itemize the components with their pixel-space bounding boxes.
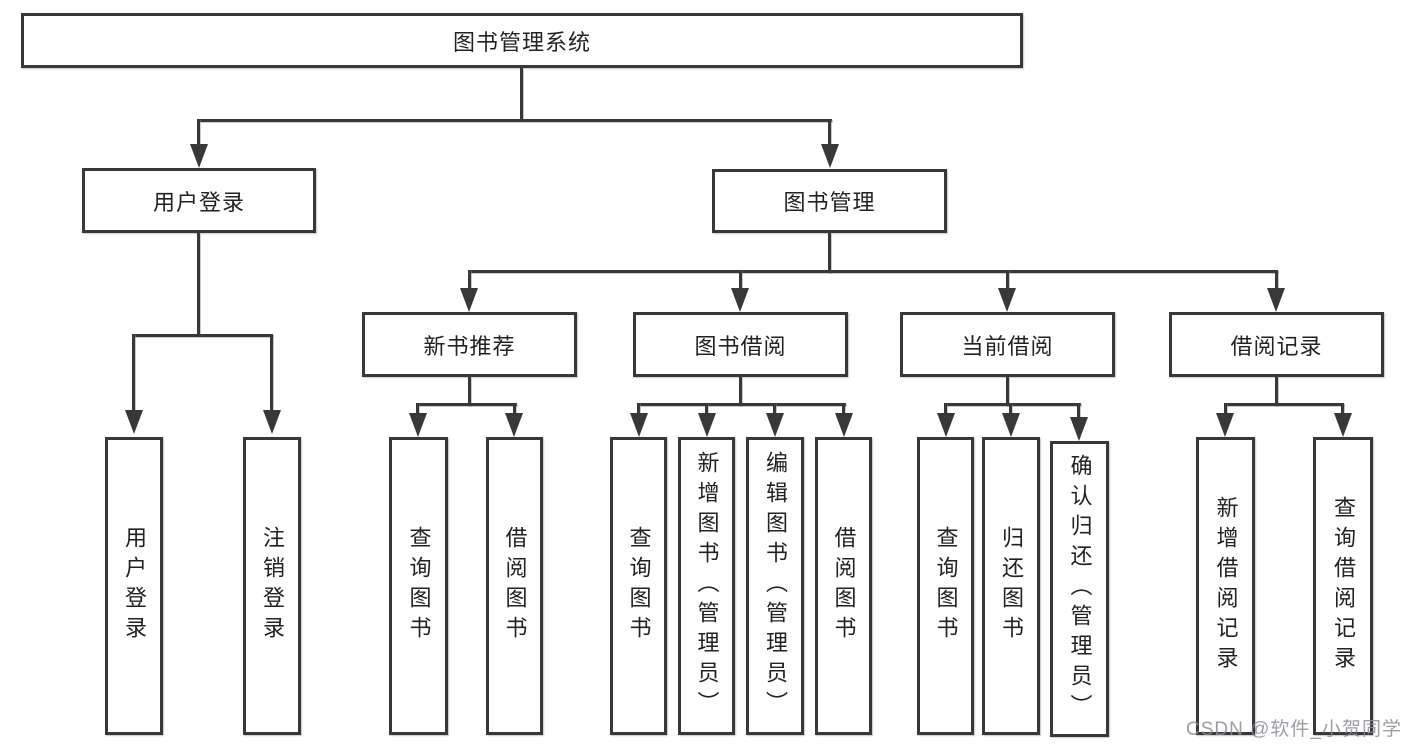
- connector-hline: [416, 403, 517, 406]
- node-book-management: 图书管理: [712, 169, 947, 233]
- connector-vline: [1006, 377, 1009, 406]
- arrow-down-icon: [937, 413, 955, 437]
- arrow-down-icon: [731, 288, 749, 312]
- connector-stem: [773, 403, 776, 415]
- node-library-system-label: 图书管理系统: [452, 29, 591, 55]
- leaf-current-confirm-return-admin-label: 确认归还（管理员）: [1067, 454, 1093, 724]
- connector-stem: [1006, 270, 1009, 290]
- leaf-logout-login-label: 注销登录: [260, 526, 285, 646]
- leaf-user-login: 用户登录: [105, 437, 163, 735]
- leaf-borrowing-borrow-books: 借阅图书: [815, 437, 872, 735]
- csdn-watermark: CSDN @软件_小贺同学: [1186, 719, 1402, 740]
- arrow-down-icon: [125, 410, 143, 434]
- connector-stem: [1341, 403, 1344, 415]
- leaf-recommend-query-books-label: 查询图书: [406, 526, 432, 646]
- arrow-down-icon: [263, 410, 281, 434]
- node-book-borrowing-label: 图书借阅: [694, 333, 787, 359]
- connector-bookmgmt-vline: [828, 233, 831, 273]
- leaf-borrowing-borrow-books-label: 借阅图书: [831, 526, 857, 646]
- arrow-down-icon: [998, 288, 1016, 312]
- connector-stem: [637, 403, 640, 415]
- connector-hline: [944, 403, 1081, 406]
- connector-stem: [270, 334, 273, 412]
- leaf-borrowing-edit-books-admin: 编辑图书（管理员）: [746, 437, 804, 735]
- leaf-current-return-books: 归还图书: [982, 437, 1040, 735]
- connector-userlogin-hline: [132, 334, 273, 337]
- arrow-down-icon: [1216, 413, 1234, 437]
- connector-stem: [828, 119, 831, 147]
- leaf-user-login-label: 用户登录: [122, 526, 147, 646]
- leaf-borrowing-query-books: 查询图书: [610, 437, 667, 735]
- leaf-records-query-borrow-record-label: 查询借阅记录: [1331, 496, 1356, 676]
- connector-stem: [416, 403, 419, 415]
- leaf-recommend-borrow-books-label: 借阅图书: [502, 526, 528, 646]
- leaf-borrowing-add-books-admin-label: 新增图书（管理员）: [694, 451, 720, 721]
- node-book-management-label: 图书管理: [783, 190, 876, 215]
- leaf-recommend-query-books: 查询图书: [389, 437, 448, 735]
- node-borrowing-records-label: 借阅记录: [1230, 333, 1323, 359]
- arrow-down-icon: [630, 413, 648, 437]
- connector-stem: [842, 403, 845, 415]
- leaf-current-query-books-label: 查询图书: [933, 526, 959, 646]
- connector-stem: [197, 119, 200, 147]
- connector-stem: [739, 270, 742, 290]
- connector-l3-hline: [468, 270, 1278, 273]
- arrow-down-icon: [190, 144, 208, 168]
- arrow-down-icon: [460, 288, 478, 312]
- connector-userlogin-vline: [197, 233, 200, 336]
- node-library-system: 图书管理系统: [21, 13, 1023, 68]
- leaf-logout-login: 注销登录: [243, 437, 301, 735]
- connector-l2-hline: [197, 119, 832, 122]
- connector-vline: [739, 377, 742, 406]
- node-new-book-recommend: 新书推荐: [362, 312, 577, 377]
- leaf-records-add-borrow-record: 新增借阅记录: [1196, 437, 1255, 735]
- connector-stem: [1077, 403, 1080, 419]
- arrow-down-icon: [698, 413, 716, 437]
- connector-vline: [1275, 377, 1278, 406]
- node-current-borrowing-label: 当前借阅: [961, 333, 1054, 359]
- connector-root-vline: [520, 68, 523, 120]
- node-user-login: 用户登录: [82, 168, 316, 233]
- arrow-down-icon: [835, 413, 853, 437]
- leaf-recommend-borrow-books: 借阅图书: [486, 437, 543, 735]
- connector-stem: [468, 270, 471, 290]
- leaf-borrowing-query-books-label: 查询图书: [626, 526, 652, 646]
- arrow-down-icon: [821, 144, 839, 168]
- connector-stem: [513, 403, 516, 415]
- arrow-down-icon: [505, 413, 523, 437]
- connector-stem: [132, 334, 135, 412]
- leaf-borrowing-add-books-admin: 新增图书（管理员）: [678, 437, 735, 735]
- connector-stem: [944, 403, 947, 415]
- connector-stem: [1224, 403, 1227, 415]
- leaf-current-query-books: 查询图书: [917, 437, 974, 735]
- leaf-records-query-borrow-record: 查询借阅记录: [1313, 437, 1373, 735]
- arrow-down-icon: [766, 413, 784, 437]
- connector-hline: [637, 403, 846, 406]
- node-current-borrowing: 当前借阅: [900, 312, 1115, 377]
- leaf-current-confirm-return-admin: 确认归还（管理员）: [1050, 441, 1109, 737]
- arrow-down-icon: [409, 413, 427, 437]
- node-new-book-recommend-label: 新书推荐: [423, 333, 516, 359]
- node-book-borrowing: 图书借阅: [633, 312, 848, 377]
- connector-hline: [1224, 403, 1344, 406]
- arrow-down-icon: [1267, 288, 1285, 312]
- connector-stem: [705, 403, 708, 415]
- arrow-down-icon: [1070, 417, 1088, 441]
- leaf-records-add-borrow-record-label: 新增借阅记录: [1213, 496, 1239, 676]
- leaf-current-return-books-label: 归还图书: [999, 526, 1024, 646]
- arrow-down-icon: [1334, 413, 1352, 437]
- connector-stem: [1009, 403, 1012, 415]
- connector-stem: [1275, 270, 1278, 290]
- node-borrowing-records: 借阅记录: [1169, 312, 1384, 377]
- connector-vline: [468, 377, 471, 406]
- arrow-down-icon: [1002, 413, 1020, 437]
- leaf-borrowing-edit-books-admin-label: 编辑图书（管理员）: [763, 451, 788, 721]
- node-user-login-label: 用户登录: [152, 189, 245, 215]
